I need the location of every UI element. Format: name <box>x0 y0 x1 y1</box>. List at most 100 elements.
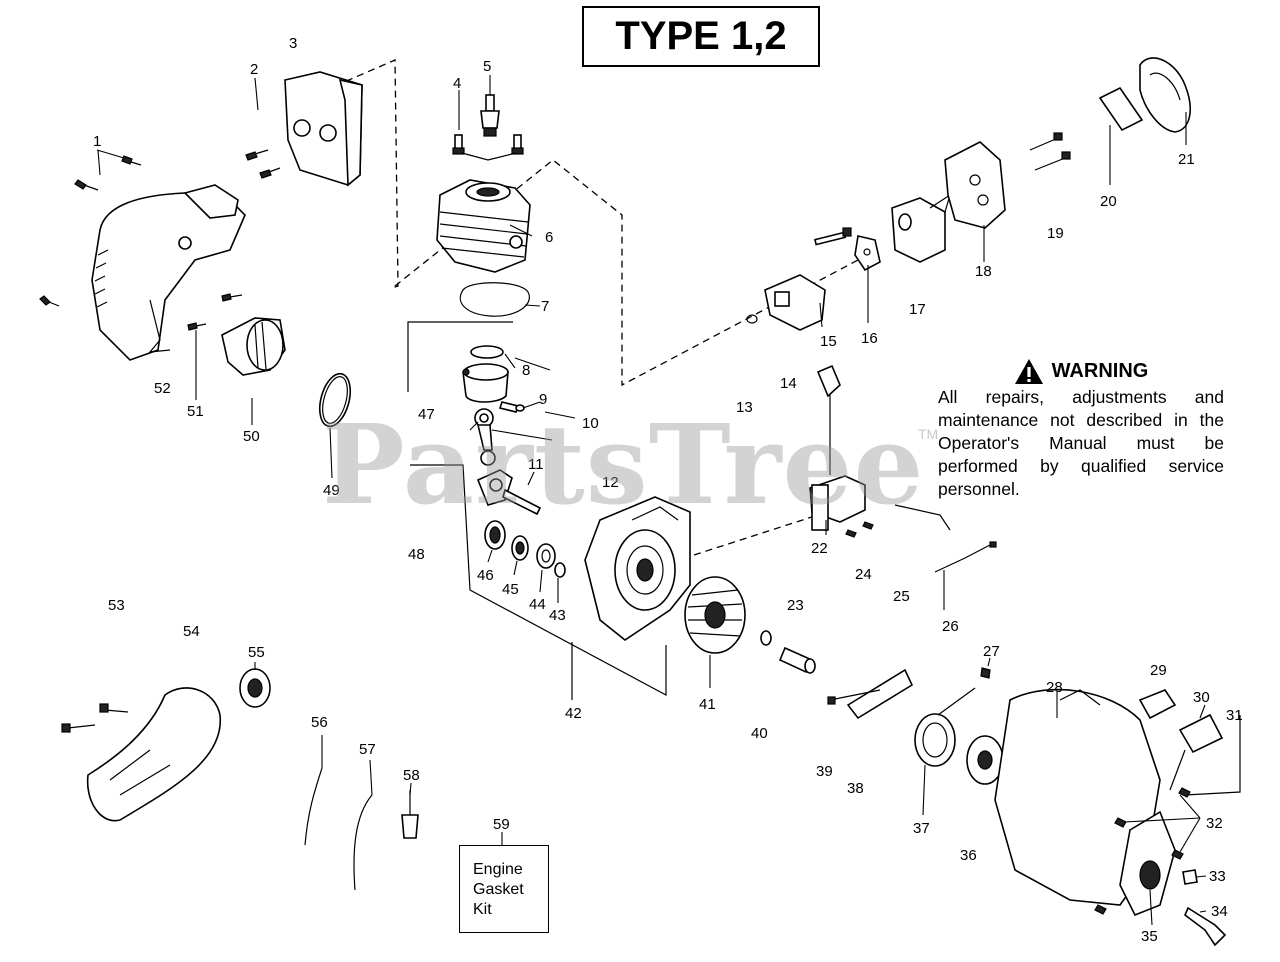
callout-36: 36 <box>960 847 977 864</box>
callout-54: 54 <box>183 623 200 640</box>
kit-line: Kit <box>473 901 492 918</box>
callout-18: 18 <box>975 263 992 280</box>
callout-17: 17 <box>909 301 926 318</box>
spark-plug-boot-part <box>816 364 841 398</box>
spark-plug-part <box>480 94 500 137</box>
air-filter-housing-part <box>944 141 1006 229</box>
bracket-lines <box>407 321 1241 796</box>
o-ring-part <box>318 372 352 428</box>
callout-11: 11 <box>528 456 544 473</box>
callout-50: 50 <box>243 428 260 445</box>
callout-27: 27 <box>983 643 1000 660</box>
callout-29: 29 <box>1150 662 1167 679</box>
callout-26: 26 <box>942 618 959 635</box>
callout-48: 48 <box>408 546 425 563</box>
callout-35: 35 <box>1141 928 1158 945</box>
fan-housing-part <box>994 688 1176 917</box>
watermark-tm: TM <box>918 426 939 442</box>
callout-47: 47 <box>418 406 435 423</box>
lever-part <box>1184 906 1227 947</box>
callout-42: 42 <box>565 705 582 722</box>
screw-part <box>39 155 142 307</box>
cylinder-part <box>436 179 531 273</box>
callout-53: 53 <box>108 597 125 614</box>
callout-10: 10 <box>582 415 599 432</box>
intake-manifold-part <box>764 274 826 331</box>
callout-57: 57 <box>359 741 376 758</box>
cylinder-gasket-part <box>459 282 530 317</box>
muffler-bolt-part <box>187 293 243 331</box>
callout-5: 5 <box>483 58 491 75</box>
bearing-part <box>511 535 529 561</box>
warning-text: All repairs, adjustments and maintenance… <box>938 387 1224 499</box>
callout-leader-lines <box>96 75 1207 926</box>
air-filter-element-part <box>1098 86 1144 132</box>
callout-46: 46 <box>477 567 494 584</box>
callout-4: 4 <box>453 75 461 92</box>
starter-pulley-part <box>914 713 956 767</box>
fuel-line-part <box>304 767 373 891</box>
wire-part <box>894 504 997 573</box>
bearing-part <box>484 520 506 550</box>
kit-line: Engine <box>473 861 523 878</box>
callout-43: 43 <box>549 607 566 624</box>
engine-cover-part <box>91 184 246 361</box>
callout-45: 45 <box>502 581 519 598</box>
callout-8: 8 <box>522 362 530 379</box>
callout-55: 55 <box>248 644 265 661</box>
starter-spring-part <box>966 735 1004 785</box>
callout-1: 1 <box>93 133 101 150</box>
callout-25: 25 <box>893 588 910 605</box>
intake-bolt-part <box>813 227 852 246</box>
callout-56: 56 <box>311 714 328 731</box>
callout-44: 44 <box>529 596 546 613</box>
callout-28: 28 <box>1046 679 1063 696</box>
piston-pin-part <box>498 401 525 413</box>
callout-33: 33 <box>1209 868 1226 885</box>
washer-part <box>554 562 566 578</box>
callout-38: 38 <box>847 780 864 797</box>
piston-ring-part <box>470 345 504 359</box>
ignition-module-part <box>809 392 866 531</box>
type-label-text: TYPE 1,2 <box>615 14 787 58</box>
flywheel-part <box>684 576 746 654</box>
housing-screw-part <box>1029 132 1071 171</box>
warning-triangle-icon <box>1014 359 1043 384</box>
carburetor-part <box>891 193 952 263</box>
callout-31: 31 <box>1226 707 1243 724</box>
air-filter-cover-part <box>284 71 363 187</box>
callout-58: 58 <box>403 767 420 784</box>
callout-32: 32 <box>1206 815 1223 832</box>
callout-51: 51 <box>187 403 204 420</box>
callout-30: 30 <box>1193 689 1210 706</box>
callout-2: 2 <box>250 61 258 78</box>
decal-part <box>1138 689 1177 720</box>
callout-59: 59 <box>493 816 510 833</box>
callout-6: 6 <box>545 229 553 246</box>
fuel-filter-part <box>401 790 419 839</box>
guard-part <box>86 687 221 822</box>
callout-23: 23 <box>787 597 804 614</box>
callout-34: 34 <box>1211 903 1228 920</box>
pawl-part <box>1182 869 1198 885</box>
crankcase-part <box>584 496 691 641</box>
callout-15: 15 <box>820 333 837 350</box>
callout-16: 16 <box>861 330 878 347</box>
warning-header: WARNING <box>938 358 1224 385</box>
engine-gasket-kit-box: Engine Gasket Kit <box>459 845 549 933</box>
bolt-part <box>245 149 281 179</box>
seal-part <box>536 543 556 569</box>
sleeve-part <box>778 646 816 674</box>
warning-notice: WARNING All repairs, adjustments and mai… <box>938 358 1224 501</box>
part-callouts: 1 2 3 4 5 6 7 8 9 10 11 12 13 14 15 16 1… <box>93 35 1243 945</box>
callout-9: 9 <box>539 391 547 408</box>
callout-24: 24 <box>855 566 872 583</box>
callout-3: 3 <box>289 35 297 52</box>
callout-20: 20 <box>1100 193 1117 210</box>
guard-bolt-part <box>61 703 129 733</box>
callout-37: 37 <box>913 820 930 837</box>
muffler-part <box>221 317 286 376</box>
clip-part <box>746 314 758 324</box>
